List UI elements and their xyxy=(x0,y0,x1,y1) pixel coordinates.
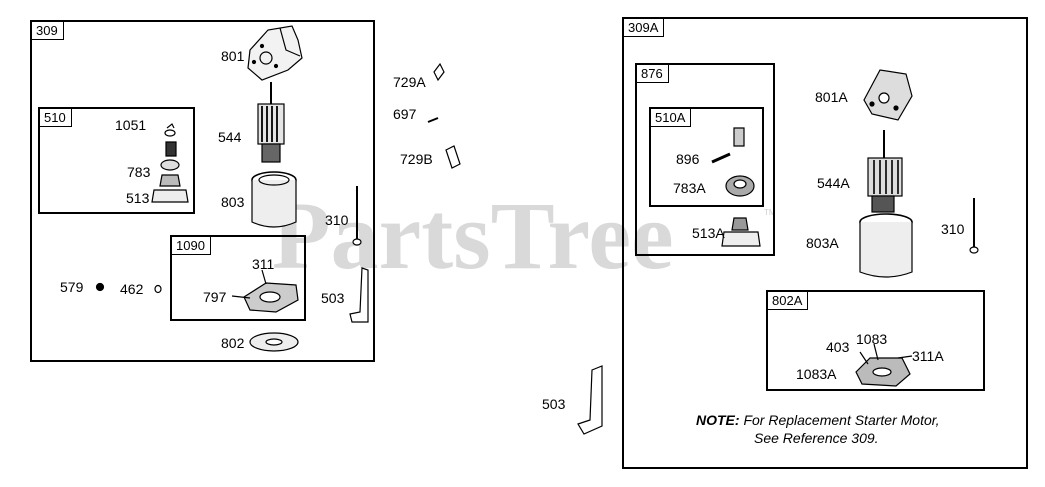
group-309A: 309A xyxy=(622,17,1028,469)
label-783[interactable]: 783 xyxy=(127,164,151,180)
part-579-drawing[interactable] xyxy=(95,282,105,292)
note-line-2: See Reference 309. xyxy=(754,430,879,446)
label-1051[interactable]: 1051 xyxy=(115,117,147,133)
label-544A[interactable]: 544A xyxy=(817,175,850,191)
part-801A-drawing[interactable] xyxy=(863,69,913,121)
part-896-drawing[interactable] xyxy=(711,152,731,164)
label-310b[interactable]: 310 xyxy=(941,221,965,237)
group-309-tag[interactable]: 309 xyxy=(31,21,64,40)
part-513A-drawing[interactable] xyxy=(721,217,761,247)
note-prefix: NOTE: xyxy=(696,412,740,428)
label-802[interactable]: 802 xyxy=(221,335,245,351)
part-803-drawing[interactable] xyxy=(251,171,297,228)
group-802A: 802A xyxy=(766,290,985,391)
part-802A-drawing[interactable] xyxy=(855,343,913,387)
replacement-note: NOTE: For Replacement Starter Motor, See… xyxy=(696,411,996,447)
part-544A-drawing[interactable] xyxy=(867,130,903,213)
part-797-drawing[interactable] xyxy=(231,269,299,313)
label-579[interactable]: 579 xyxy=(60,279,84,295)
part-513-drawing[interactable] xyxy=(151,174,189,203)
parts-tree-watermark: PartsTree xyxy=(272,182,674,289)
group-1090: 1090 xyxy=(170,235,306,321)
label-1083[interactable]: 1083 xyxy=(856,331,888,347)
part-802-drawing[interactable] xyxy=(249,332,299,352)
part-1051-drawing[interactable] xyxy=(164,123,176,137)
group-802A-tag[interactable]: 802A xyxy=(767,291,809,310)
part-503-drawing[interactable] xyxy=(349,267,369,323)
label-797[interactable]: 797 xyxy=(203,289,227,305)
group-510A: 510A xyxy=(649,107,764,207)
label-1083A[interactable]: 1083A xyxy=(796,366,837,382)
group-510: 510 xyxy=(38,107,195,214)
part-783-drawing[interactable] xyxy=(160,141,180,171)
label-801A[interactable]: 801A xyxy=(815,89,848,105)
label-896[interactable]: 896 xyxy=(676,151,700,167)
label-729A[interactable]: 729A xyxy=(393,74,426,90)
group-1090-tag[interactable]: 1090 xyxy=(171,236,211,255)
label-311A[interactable]: 311A xyxy=(912,348,944,364)
part-783A-drawing[interactable] xyxy=(725,175,755,197)
label-462[interactable]: 462 xyxy=(120,281,144,297)
group-309A-tag[interactable]: 309A xyxy=(623,18,665,37)
label-513[interactable]: 513 xyxy=(126,190,150,206)
label-801[interactable]: 801 xyxy=(221,48,245,64)
part-544-drawing[interactable] xyxy=(257,82,285,163)
group-876-tag[interactable]: 876 xyxy=(636,64,669,83)
label-783A[interactable]: 783A xyxy=(673,180,706,196)
label-403[interactable]: 403 xyxy=(826,339,850,355)
group-510-tag[interactable]: 510 xyxy=(39,108,72,127)
part-801-drawing[interactable] xyxy=(247,25,303,81)
label-729B[interactable]: 729B xyxy=(400,151,433,167)
label-803A[interactable]: 803A xyxy=(806,235,839,251)
label-503[interactable]: 503 xyxy=(321,290,345,306)
part-503b-drawing[interactable] xyxy=(577,365,603,435)
part-310-drawing[interactable] xyxy=(352,186,362,246)
label-697[interactable]: 697 xyxy=(393,106,417,122)
watermark-trademark: TM xyxy=(764,208,776,217)
label-311[interactable]: 311 xyxy=(252,256,275,272)
label-310[interactable]: 310 xyxy=(325,212,349,228)
label-503b[interactable]: 503 xyxy=(542,396,566,412)
part-510A-spring-drawing[interactable] xyxy=(733,127,745,147)
part-697-drawing[interactable] xyxy=(427,117,439,123)
part-729B-drawing[interactable] xyxy=(445,145,461,169)
group-510A-tag[interactable]: 510A xyxy=(650,108,692,127)
group-876: 876 xyxy=(635,63,775,256)
part-729A-drawing[interactable] xyxy=(433,62,445,82)
group-309: 309 xyxy=(30,20,375,362)
note-line-1: For Replacement Starter Motor, xyxy=(743,412,940,428)
part-803A-drawing[interactable] xyxy=(859,213,913,278)
label-513A[interactable]: 513A xyxy=(692,225,725,241)
label-544[interactable]: 544 xyxy=(218,129,242,145)
part-462-drawing[interactable] xyxy=(154,284,162,294)
label-803[interactable]: 803 xyxy=(221,194,245,210)
part-310b-drawing[interactable] xyxy=(969,198,979,254)
